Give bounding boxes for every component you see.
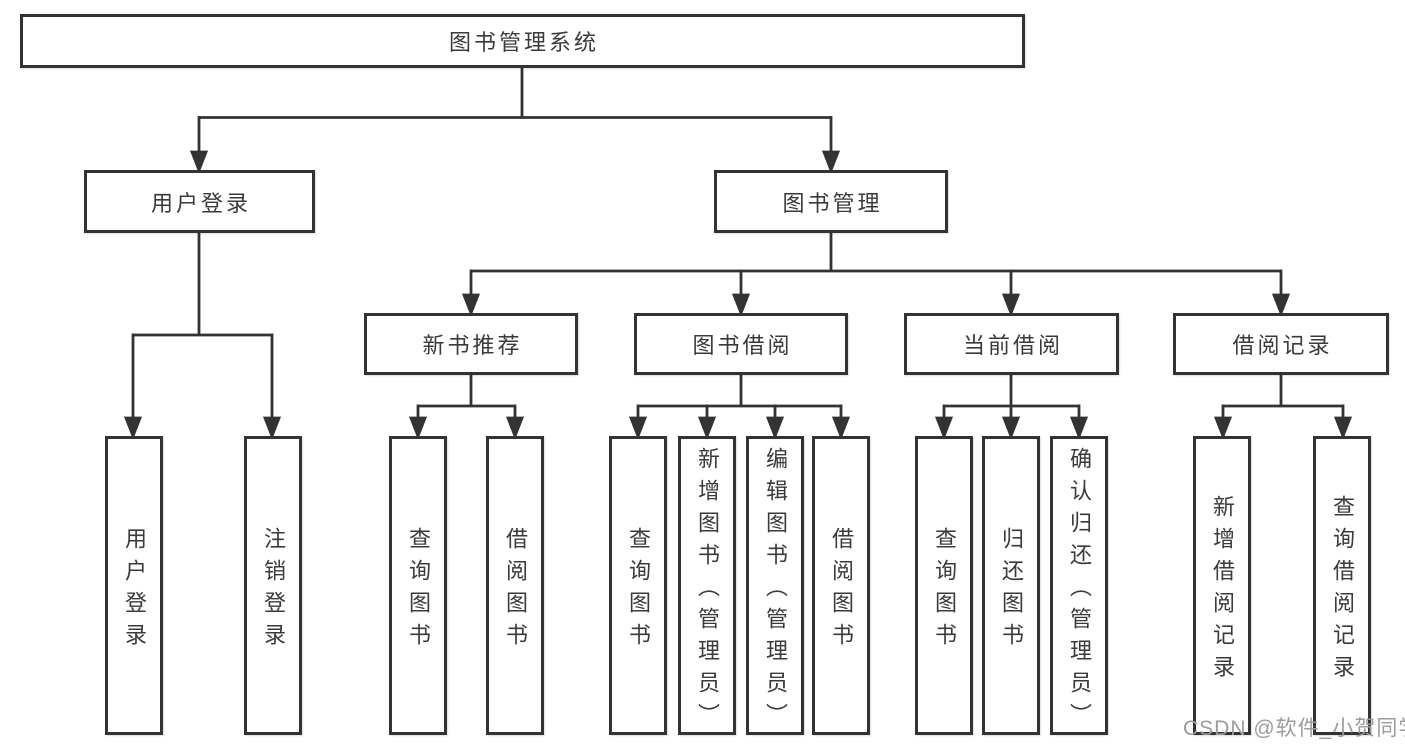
node-label: 图书管理 <box>782 190 883 216</box>
leaf-borrowing-add-books-admin: 新增图书（管理员） <box>678 436 736 735</box>
node-book-borrowing: 图书借阅 <box>634 313 848 375</box>
connector-root-to-level2 <box>189 68 841 174</box>
leaf-label: 注销登录 <box>261 526 286 655</box>
leaf-recommend-borrow-books: 借阅图书 <box>486 436 544 735</box>
leaf-current-return-books: 归还图书 <box>982 436 1040 735</box>
leaf-logout: 注销登录 <box>244 436 302 735</box>
leaf-label: 查询图书 <box>932 526 957 655</box>
leaf-label: 查询图书 <box>406 526 431 655</box>
leaf-label: 编辑图书（管理员） <box>763 446 788 735</box>
node-label: 图书借阅 <box>692 333 793 358</box>
connector-current-to-leaves <box>934 375 1089 440</box>
node-user-login: 用户登录 <box>84 170 315 233</box>
leaf-records-add-record: 新增借阅记录 <box>1193 436 1251 735</box>
node-label: 借阅记录 <box>1232 333 1333 358</box>
leaf-borrowing-borrow-books: 借阅图书 <box>812 436 870 735</box>
leaf-user-login: 用户登录 <box>105 436 163 735</box>
connector-records-to-leaves <box>1213 375 1353 440</box>
leaf-label: 借阅图书 <box>829 526 854 655</box>
node-new-book-recommend: 新书推荐 <box>364 313 578 375</box>
leaf-label: 查询图书 <box>626 526 651 655</box>
csdn-watermark: CSDN @软件_小贺同学 <box>1183 717 1405 740</box>
leaf-label: 用户登录 <box>122 526 147 655</box>
node-book-management: 图书管理 <box>714 170 948 233</box>
leaf-label: 确认归还（管理员） <box>1067 446 1092 735</box>
node-current-borrowing: 当前借阅 <box>904 313 1119 375</box>
leaf-label: 借阅图书 <box>503 526 528 655</box>
leaf-borrowing-edit-books-admin: 编辑图书（管理员） <box>746 436 804 735</box>
node-label: 新书推荐 <box>422 333 523 358</box>
leaf-records-query-record: 查询借阅记录 <box>1313 436 1371 735</box>
leaf-label: 归还图书 <box>999 526 1024 655</box>
leaf-label: 查询借阅记录 <box>1330 494 1355 687</box>
leaf-label: 新增图书（管理员） <box>695 446 720 735</box>
node-label: 当前借阅 <box>962 333 1063 358</box>
leaf-recommend-query-books: 查询图书 <box>389 436 447 735</box>
leaf-current-query-books: 查询图书 <box>915 436 973 735</box>
leaf-current-confirm-return-admin: 确认归还（管理员） <box>1050 436 1108 735</box>
node-library-management-system: 图书管理系统 <box>20 14 1025 68</box>
node-label: 用户登录 <box>150 190 251 216</box>
node-label: 图书管理系统 <box>448 30 599 55</box>
connector-borrowing-to-leaves <box>628 375 851 440</box>
connector-newbook-to-leaves <box>408 375 525 440</box>
node-borrowing-records: 借阅记录 <box>1173 313 1389 375</box>
connector-bookmgmt-to-level3 <box>461 233 1291 317</box>
leaf-label: 新增借阅记录 <box>1210 494 1235 687</box>
leaf-borrowing-query-books: 查询图书 <box>609 436 667 735</box>
connector-userlogin-to-leaves <box>123 233 282 440</box>
